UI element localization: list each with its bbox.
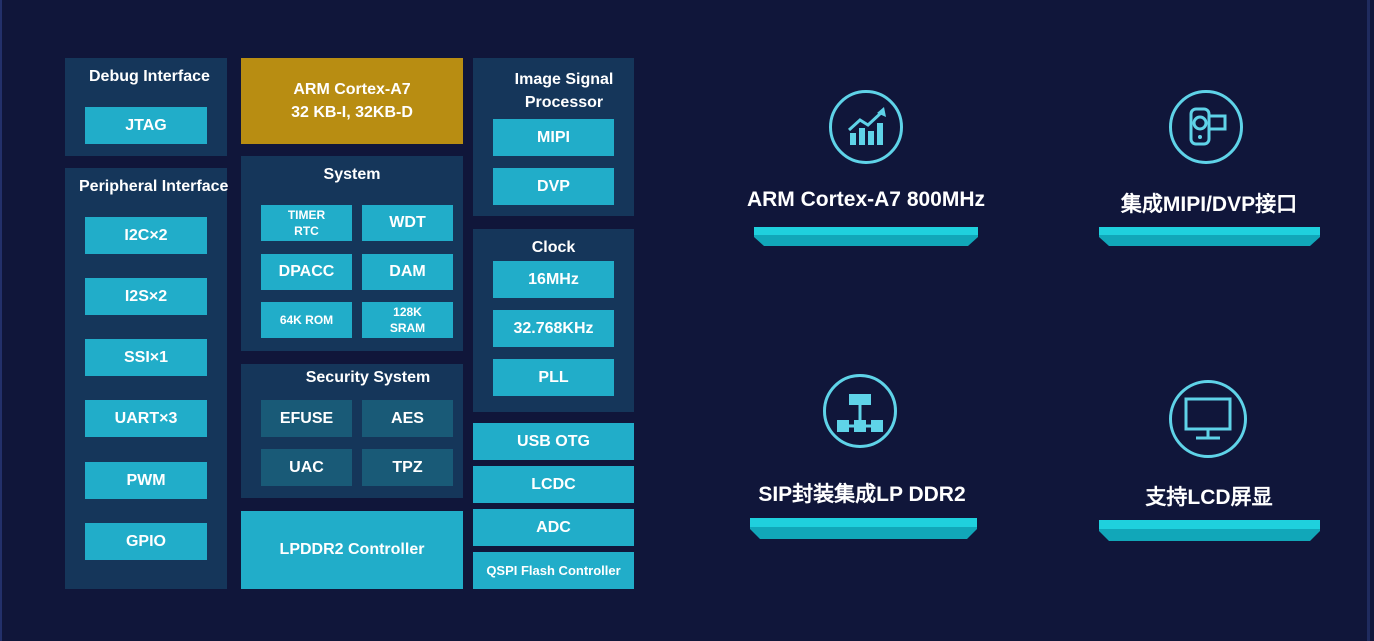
- clock-16mhz-block: 16MHz: [493, 261, 614, 298]
- clock-title: Clock: [531, 239, 576, 256]
- lpddr2-controller-block: LPDDR2 Controller: [241, 511, 463, 589]
- debug-interface-title: Debug Interface: [89, 68, 210, 85]
- left-frame-line: [0, 0, 2, 641]
- feature-lcd-display-text: 支持LCD屏显: [1145, 486, 1273, 509]
- monitor-icon: [1169, 380, 1247, 458]
- i2s-block: I2S×2: [85, 278, 207, 315]
- feature-camera-interface-ribbon: [1099, 227, 1320, 246]
- mipi-block: MIPI: [493, 119, 614, 156]
- qspi-flash-controller-block: QSPI Flash Controller: [473, 552, 634, 589]
- uart-block: UART×3: [85, 400, 207, 437]
- ssi-block: SSI×1: [85, 339, 207, 376]
- feature-sip-package: SIP封装集成LP DDR2: [722, 374, 1002, 544]
- right-frame-line: [1367, 0, 1370, 641]
- timer-rtc-block: TIMER RTC: [261, 205, 352, 241]
- clock-32khz-block: 32.768KHz: [493, 310, 614, 347]
- isp-title: Image Signal Processor: [514, 71, 614, 111]
- feature-sip-package-text: SIP封装集成LP DDR2: [758, 483, 966, 506]
- i2c-block: I2C×2: [85, 217, 207, 254]
- arm-core-cache: 32 KB-I, 32KB-D: [291, 104, 413, 121]
- uac-block: UAC: [261, 449, 352, 486]
- efuse-block: EFUSE: [261, 400, 352, 437]
- feature-cpu-text: ARM Cortex-A7 800MHz: [746, 188, 986, 211]
- arm-core-name: ARM Cortex-A7: [293, 81, 411, 98]
- sram-block: 128K SRAM: [362, 302, 453, 338]
- security-system-title: Security System: [305, 369, 431, 386]
- growth-chart-icon: [829, 90, 903, 164]
- feature-camera-interface-text: 集成MIPI/DVP接口: [1120, 193, 1298, 216]
- network-hierarchy-icon: [823, 374, 897, 448]
- usb-otg-block: USB OTG: [473, 423, 634, 460]
- pwm-block: PWM: [85, 462, 207, 499]
- camera-icon: [1169, 90, 1243, 164]
- aes-block: AES: [362, 400, 453, 437]
- system-title: System: [323, 166, 381, 183]
- feature-lcd-display-ribbon: [1099, 520, 1320, 541]
- rom-block: 64K ROM: [261, 302, 352, 338]
- dpacc-block: DPACC: [261, 254, 352, 290]
- adc-block: ADC: [473, 509, 634, 546]
- arm-core-block: ARM Cortex-A7 32 KB-I, 32KB-D: [241, 58, 463, 144]
- feature-cpu-ribbon: [754, 227, 978, 246]
- dam-block: DAM: [362, 254, 453, 290]
- feature-cpu: ARM Cortex-A7 800MHz: [726, 90, 1006, 250]
- feature-lcd-display: 支持LCD屏显: [1069, 380, 1349, 545]
- peripheral-interface-title: Peripheral Interface: [79, 178, 229, 195]
- dvp-block: DVP: [493, 168, 614, 205]
- gpio-block: GPIO: [85, 523, 207, 560]
- tpz-block: TPZ: [362, 449, 453, 486]
- lcdc-block: LCDC: [473, 466, 634, 503]
- wdt-block: WDT: [362, 205, 453, 241]
- feature-sip-package-ribbon: [750, 518, 977, 539]
- pll-block: PLL: [493, 359, 614, 396]
- jtag-block: JTAG: [85, 107, 207, 144]
- feature-camera-interface: 集成MIPI/DVP接口: [1069, 90, 1349, 250]
